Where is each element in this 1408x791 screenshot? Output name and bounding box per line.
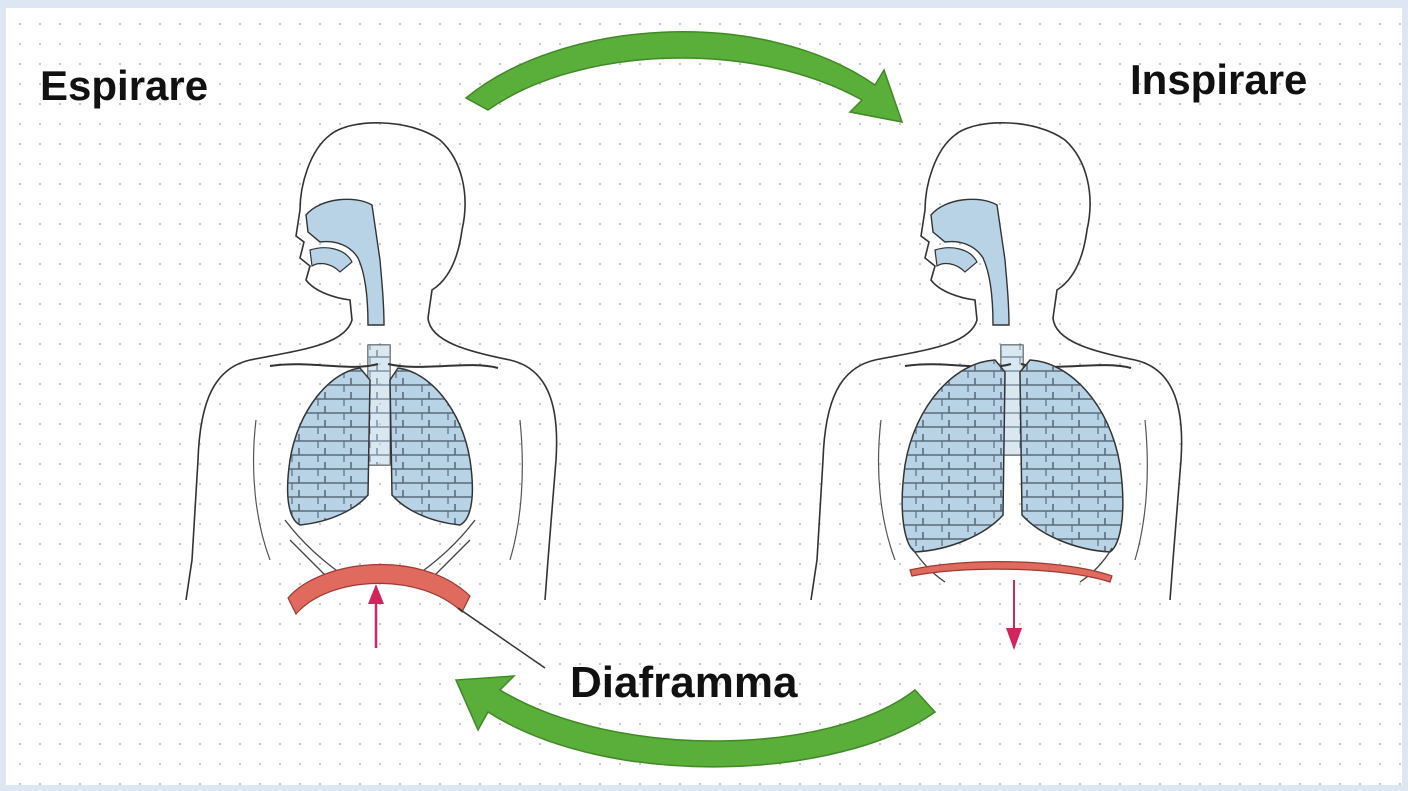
exhale-diaphragm [288, 565, 470, 614]
inhale-figure [811, 123, 1182, 650]
diaphragm-label: Diaframma [570, 658, 798, 707]
exhale-label: Espirare [40, 62, 208, 109]
curved-arrow-icon [466, 32, 902, 122]
down-arrow-icon [1006, 580, 1022, 650]
exhale-figure [186, 123, 557, 668]
up-arrow-icon [368, 584, 384, 648]
top-cycle-arrow [466, 32, 902, 122]
inhale-label: Inspirare [1130, 56, 1307, 103]
